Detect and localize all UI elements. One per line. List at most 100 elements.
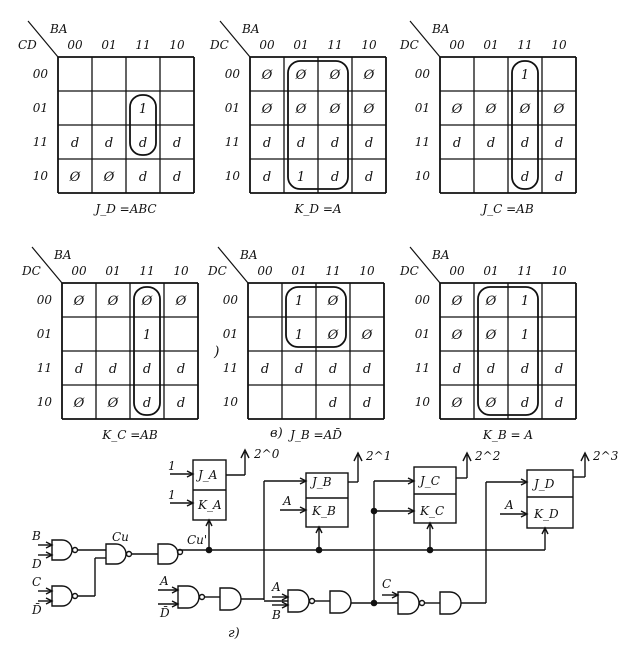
kmap-corner-diagonal: [409, 246, 441, 284]
chain-gate-1: [158, 585, 264, 611]
kmap-cell-value: Ø: [451, 328, 463, 343]
kmap-cell-value: d: [173, 136, 181, 151]
kmap-cell-value: d: [331, 170, 339, 185]
kmap-cell-value: d: [555, 362, 563, 377]
kmap-group-loop: [285, 286, 347, 348]
kmap-cell-value: Ø: [261, 68, 273, 83]
ff-b-j-label: J_B: [309, 475, 332, 489]
kmap-cell-value: Ø: [295, 68, 307, 83]
kmap-col-code: 10: [551, 38, 567, 52]
clock-buffer: [157, 543, 184, 565]
kmap-cell-value: d: [143, 396, 151, 411]
chain-input-a2: D̄: [159, 605, 170, 620]
kmap-cell-value: Ø: [553, 102, 565, 117]
ff-a-in-j: 1: [168, 459, 176, 473]
ff-a-j-label: J_A: [195, 468, 218, 482]
kmap-col-var: BA: [431, 22, 450, 36]
kmap-cell-value: d: [263, 170, 271, 185]
kmap-cell-value: d: [329, 362, 337, 377]
kmap-row-code: 01: [37, 327, 52, 341]
input-bot1: C: [32, 575, 41, 589]
kmap-cell-value: Ø: [451, 294, 463, 309]
input-nand-2: [38, 585, 79, 607]
kmap-cell-value: d: [365, 170, 373, 185]
kmap-cell-value: d: [261, 362, 269, 377]
kmap-cell-value: Ø: [329, 68, 341, 83]
kmap-col-code: 11: [325, 264, 340, 278]
kmap-col-code: 10: [361, 38, 377, 52]
cu-nand: [78, 543, 158, 597]
kmap-cell-value: d: [295, 362, 303, 377]
kmap-cell-value: d: [297, 136, 305, 151]
kmap-cell-value: 1: [295, 294, 303, 309]
kmap-col-code: 10: [551, 264, 567, 278]
chain-input-b2: B: [271, 608, 281, 622]
input-top2: D: [31, 557, 42, 571]
kmap-caption: K_C =AB: [101, 428, 158, 442]
kmap-col-code: 01: [291, 264, 306, 278]
counter-circuit: [38, 448, 590, 615]
kmap-cell-value: Ø: [327, 294, 339, 309]
kmap-col-code: 01: [105, 264, 120, 278]
kmap-col-code: 00: [259, 38, 275, 52]
kmap-cell-value: d: [487, 362, 495, 377]
ff-c-k-label: K_C: [419, 504, 444, 518]
kmap-row-code: 10: [223, 395, 239, 409]
kmap-col-code: 00: [67, 38, 83, 52]
kmap-cell-value: Ø: [485, 328, 497, 343]
ff-b-in-k: A: [282, 494, 292, 508]
kmap-caption: K_B = A: [482, 428, 533, 442]
ff-d-out-label: 2^3: [592, 449, 619, 463]
kmap-row-code: 10: [225, 169, 241, 183]
kmap-cell-value: d: [453, 362, 461, 377]
chain-input-a1: A: [159, 574, 169, 588]
kmap-cell-value: Ø: [73, 396, 85, 411]
kmap-cell-value: Ø: [363, 68, 375, 83]
kmap-cell-value: Ø: [69, 170, 81, 185]
kmap-row-code: 01: [225, 101, 240, 115]
section-label-v: в): [270, 426, 283, 441]
kmap-cell-value: Ø: [363, 102, 375, 117]
ff-c-out-label: 2^2: [474, 449, 500, 463]
kmap-cell-value: 1: [521, 328, 529, 343]
kmap-col-code: 10: [169, 38, 185, 52]
kmap-col-var: BA: [241, 22, 260, 36]
kmap-row-code: 11: [37, 361, 52, 375]
kmap-cell-value: Ø: [141, 294, 153, 309]
kmap-row-code: 00: [33, 67, 49, 81]
kmap-caption: J_B =AD̄: [287, 427, 342, 442]
input-bot2: D̄: [31, 602, 42, 617]
kmap-caption: J_D =ABC: [92, 202, 156, 216]
kmap-cell-value: Ø: [451, 102, 463, 117]
kmap-cell-value: Ø: [295, 102, 307, 117]
kmap-row-code: 11: [415, 135, 430, 149]
kmap-cell-value: Ø: [361, 328, 373, 343]
chain-gate-3: [374, 591, 486, 615]
kmap-cell-value: d: [177, 362, 185, 377]
kmap-cell-value: d: [521, 396, 529, 411]
flipflop-c: [370, 451, 472, 603]
kmap-corner-diagonal: [217, 246, 249, 284]
kmap-cell-value: d: [109, 362, 117, 377]
kmap-col-code: 01: [293, 38, 308, 52]
flipflop-b: [263, 451, 363, 600]
kmap-cell-value: d: [263, 136, 271, 151]
kmap-col-code: 10: [359, 264, 375, 278]
kmap-cell-value: 1: [521, 294, 529, 309]
kmap-col-var: BA: [49, 22, 68, 36]
kmap-col-var: BA: [53, 248, 72, 262]
ff-b-k-label: K_B: [311, 504, 336, 518]
flipflop-d-box: [526, 469, 574, 529]
kmap-cell-value: 1: [521, 68, 529, 83]
kmap-cell-value: Ø: [261, 102, 273, 117]
chain-input-b1: A: [271, 580, 281, 594]
kmap-cell-value: d: [75, 362, 83, 377]
